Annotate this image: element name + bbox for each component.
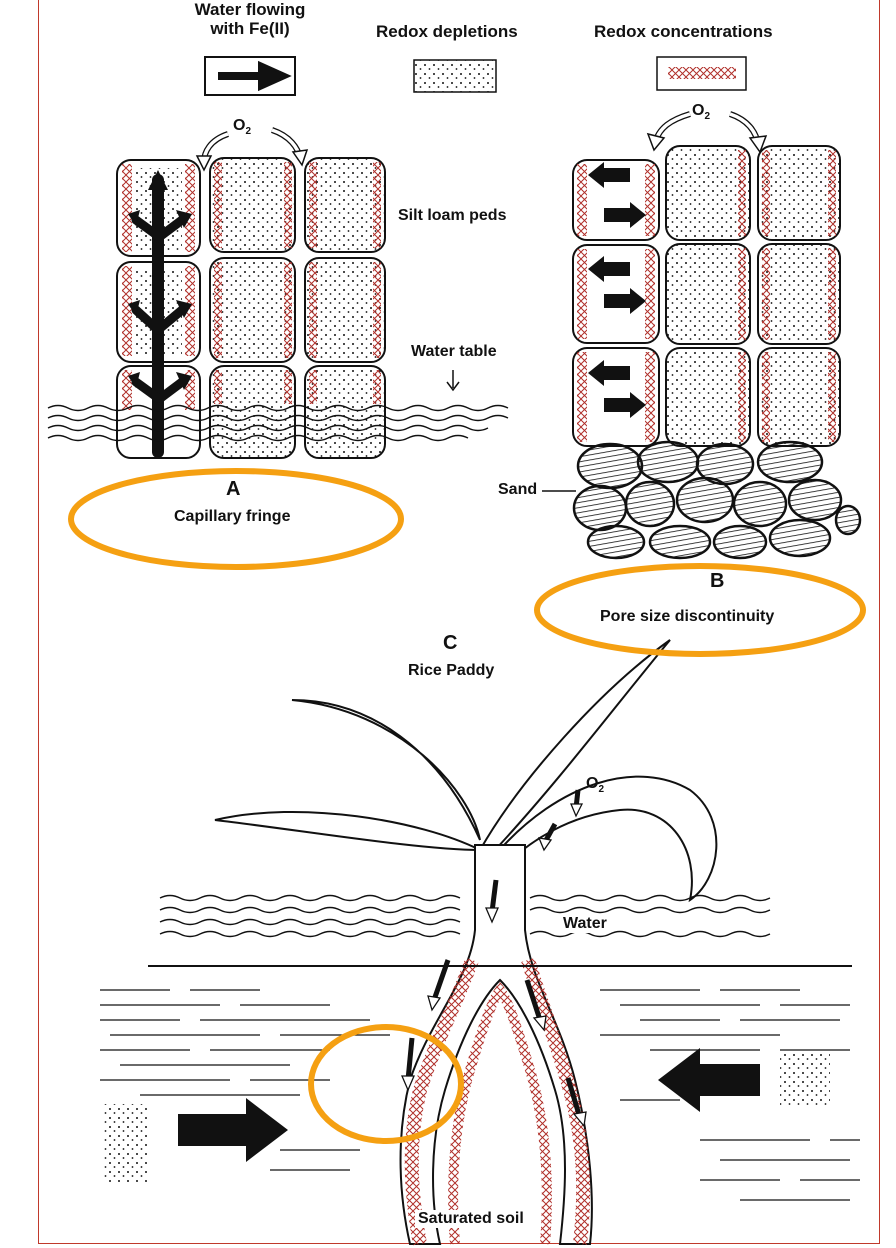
sand-label: Sand [498,481,537,499]
depletion-dots-right [780,1052,830,1108]
legend-depletions-label: Redox depletions [376,22,518,41]
panel-c-letter: C [443,632,457,655]
legend-concentrations-box [657,57,746,90]
panel-b-sand [574,442,860,558]
panel-a-caption: Capillary fringe [174,508,290,526]
panel-a-o2-label: O2 [233,117,251,137]
legend-depletions-box [414,60,496,92]
depletion-dots-left [104,1104,148,1184]
water-flow-right-arrow-icon [178,1098,288,1162]
water-table-arrow-icon [447,370,459,390]
panel-c-caption: Rice Paddy [408,662,494,680]
silt-loam-peds-label: Silt loam peds [398,207,506,225]
panel-c-o2-label: O2 [586,775,604,795]
panel-a-letter: A [226,478,240,501]
legend-concentrations-label: Redox concentrations [594,22,773,41]
water-flow-left-arrow-icon [658,1048,760,1112]
panel-b-letter: B [710,570,724,593]
panel-b-o2-label: O2 [692,102,710,122]
legend-water-flow-label: Water flowing with Fe(II) [180,0,320,38]
saturated-soil-label: Saturated soil [415,1210,527,1228]
panel-c-water-waves [160,896,770,937]
water-label: Water [560,915,610,933]
water-table-label: Water table [411,343,497,361]
panel-b-caption: Pore size discontinuity [600,608,774,626]
legend-water-flow-box [205,57,295,95]
